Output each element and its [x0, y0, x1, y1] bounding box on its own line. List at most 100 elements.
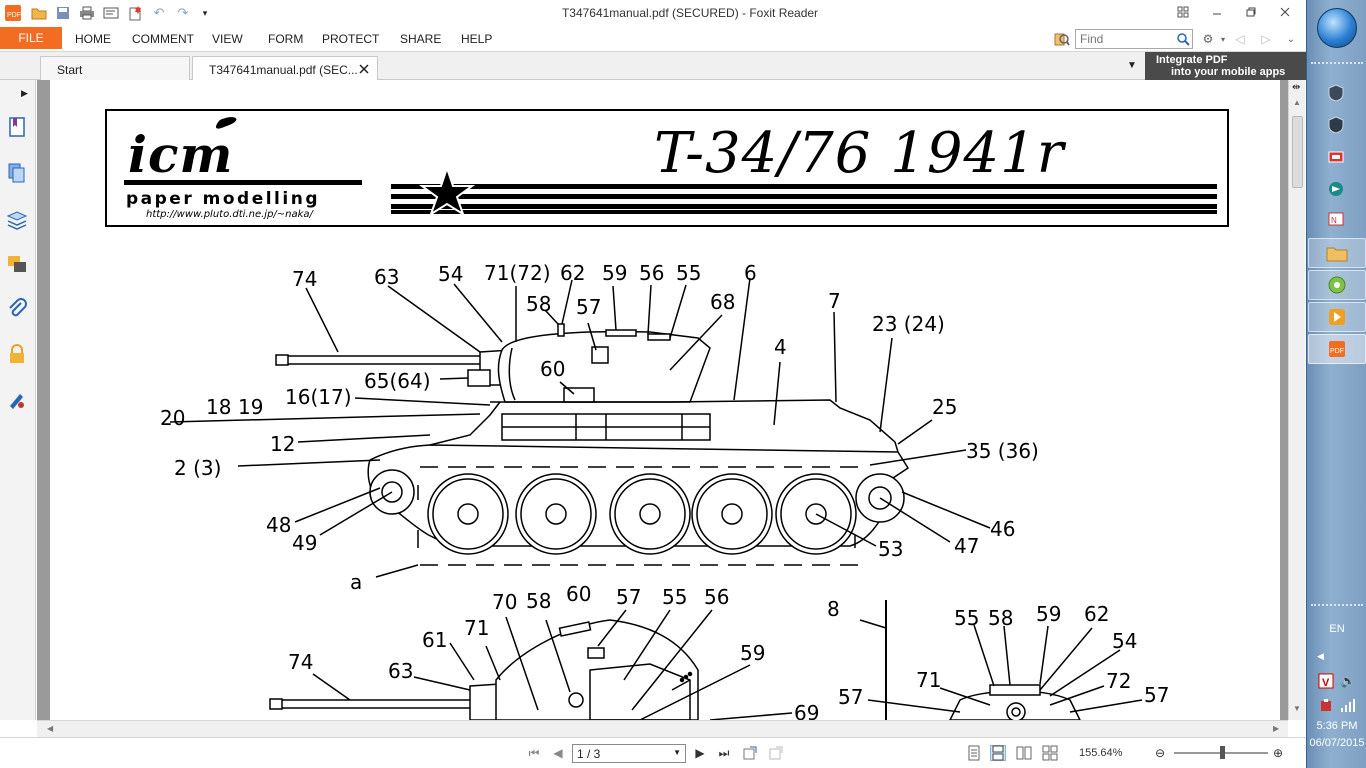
document-tab-bar: Start T347641manual.pdf (SEC... ▼ Integr…	[0, 52, 1306, 80]
previous-page-icon[interactable]: ◀	[553, 746, 563, 760]
label-46: 46	[990, 517, 1015, 541]
input-language[interactable]: EN	[1329, 623, 1345, 635]
tab-start[interactable]: Start	[40, 56, 190, 80]
next-result-icon[interactable]: ▷	[1261, 32, 1271, 46]
attachments-icon[interactable]	[6, 298, 28, 320]
customize-toolbar-icon[interactable]: ▾	[202, 7, 208, 18]
logo-swoosh	[216, 117, 237, 129]
network-tool-icon[interactable]: N	[1325, 208, 1347, 230]
taskbar-media-player-button[interactable]	[1308, 302, 1366, 332]
taskbar-explorer-button[interactable]	[1308, 238, 1366, 268]
antivirus-icon[interactable]: V	[1315, 670, 1337, 692]
vertical-scroll-thumb[interactable]	[1292, 116, 1303, 188]
tab-list-dropdown-icon[interactable]: ▼	[1127, 60, 1137, 71]
turret-detail-views	[269, 600, 1143, 720]
svg-text:PDF: PDF	[7, 12, 21, 19]
pages-icon[interactable]	[6, 162, 28, 184]
first-page-icon[interactable]: ⏮	[528, 745, 540, 760]
label-49: 49	[292, 531, 317, 555]
label-74: 74	[292, 267, 317, 291]
expand-panel-icon[interactable]: ▶	[21, 88, 28, 98]
clock-time[interactable]: 5:36 PM	[1316, 720, 1358, 732]
split-view-icon[interactable]: ⇹	[1292, 82, 1301, 93]
last-page-icon[interactable]: ⏭	[718, 745, 730, 760]
previous-result-icon[interactable]: ◁	[1235, 32, 1245, 46]
scroll-right-icon[interactable]: ▶	[1273, 724, 1280, 733]
label-8: 8	[827, 597, 840, 621]
previous-view-icon[interactable]	[742, 745, 758, 761]
label-71-right: 71	[916, 668, 941, 692]
zoom-in-icon[interactable]: ⊕	[1272, 746, 1284, 760]
scroll-down-icon[interactable]: ▼	[1293, 704, 1301, 713]
tab-current-document[interactable]: T347641manual.pdf (SEC...	[192, 56, 378, 80]
chevron-down-icon: ▼	[673, 748, 681, 757]
tab-share[interactable]: SHARE	[400, 32, 442, 46]
page-gutter-right	[1280, 80, 1288, 720]
world-of-tanks-icon[interactable]	[1325, 82, 1347, 104]
signature-icon[interactable]	[6, 388, 28, 410]
find-input[interactable]	[1075, 29, 1193, 49]
tunngle-icon[interactable]	[1325, 178, 1347, 200]
next-page-icon[interactable]: ▶	[695, 746, 705, 760]
game-launcher-icon[interactable]	[1325, 146, 1347, 168]
print-icon[interactable]	[78, 4, 96, 22]
continuous-page-icon[interactable]	[990, 745, 1006, 761]
facing-pages-icon[interactable]	[1016, 745, 1032, 761]
tab-form[interactable]: FORM	[268, 32, 304, 46]
bookmarks-icon[interactable]	[6, 116, 28, 138]
promo-line-2: into your mobile apps	[1171, 66, 1286, 78]
minimize-button[interactable]	[1206, 3, 1228, 21]
volume-icon[interactable]: 🔈	[1340, 674, 1356, 688]
restore-button[interactable]	[1240, 3, 1262, 21]
tab-help[interactable]: HELP	[461, 32, 493, 46]
scroll-left-icon[interactable]: ◀	[47, 724, 54, 733]
zoom-level[interactable]: 155.64%	[1079, 747, 1123, 759]
find-options-icon[interactable]	[1054, 31, 1070, 47]
close-window-button[interactable]	[1274, 3, 1296, 21]
ribbon-display-icon[interactable]	[1172, 3, 1194, 21]
properties-icon[interactable]	[102, 4, 120, 22]
continuous-facing-icon[interactable]	[1042, 745, 1058, 761]
promo-banner[interactable]: Integrate PDF into your mobile apps	[1145, 52, 1306, 80]
tab-comment[interactable]: COMMENT	[132, 32, 194, 46]
redo-icon[interactable]: ↷	[177, 5, 189, 20]
power-status-icon[interactable]	[1315, 694, 1337, 716]
network-signal-icon[interactable]	[1337, 694, 1359, 716]
search-icon[interactable]	[1175, 31, 1191, 47]
clock-date[interactable]: 06/07/2015	[1309, 737, 1365, 749]
security-lock-icon[interactable]	[6, 343, 28, 365]
horizontal-scrollbar[interactable]: ◀ ▶	[37, 720, 1288, 737]
world-of-tanks-beta-icon[interactable]	[1325, 114, 1347, 136]
vertical-scrollbar[interactable]: ⇹ ▲ ▼	[1288, 80, 1305, 720]
taskbar-foxit-reader-button[interactable]: PDF	[1308, 334, 1366, 364]
tab-home[interactable]: HOME	[75, 32, 111, 46]
label-a: a	[350, 570, 362, 594]
show-hidden-icons-icon[interactable]: ◀	[1317, 651, 1324, 661]
label-72-right: 72	[1106, 669, 1131, 693]
gear-dropdown-icon[interactable]: ▾	[1220, 34, 1225, 44]
save-icon[interactable]	[54, 4, 72, 22]
gear-icon[interactable]: ⚙	[1202, 32, 1214, 46]
undo-icon[interactable]: ↶	[153, 5, 165, 20]
open-folder-icon[interactable]	[30, 4, 48, 22]
page-number-select[interactable]: 1 / 3 ▼	[572, 744, 686, 763]
tab-protect[interactable]: PROTECT	[322, 32, 380, 46]
collapse-ribbon-icon[interactable]: ⌄	[1286, 33, 1296, 45]
zoom-out-icon[interactable]: ⊖	[1154, 746, 1166, 760]
tank-side-view	[169, 277, 991, 578]
new-document-icon[interactable]	[126, 4, 144, 22]
comments-icon[interactable]	[6, 253, 28, 275]
taskbar-browser-button[interactable]	[1308, 270, 1366, 300]
layers-icon[interactable]	[6, 208, 28, 230]
next-view-icon[interactable]	[768, 745, 784, 761]
label-57: 57	[576, 295, 601, 319]
single-page-icon[interactable]	[966, 745, 982, 761]
tab-start-label: Start	[57, 63, 83, 77]
scroll-up-icon[interactable]: ▲	[1293, 98, 1301, 107]
file-tab[interactable]: FILE	[0, 27, 62, 49]
close-tab-icon[interactable]	[359, 63, 369, 77]
foxit-app-icon[interactable]: PDF	[4, 4, 22, 22]
start-button[interactable]	[1317, 8, 1357, 48]
zoom-slider-thumb[interactable]	[1220, 746, 1225, 759]
tab-view[interactable]: VIEW	[212, 32, 243, 46]
